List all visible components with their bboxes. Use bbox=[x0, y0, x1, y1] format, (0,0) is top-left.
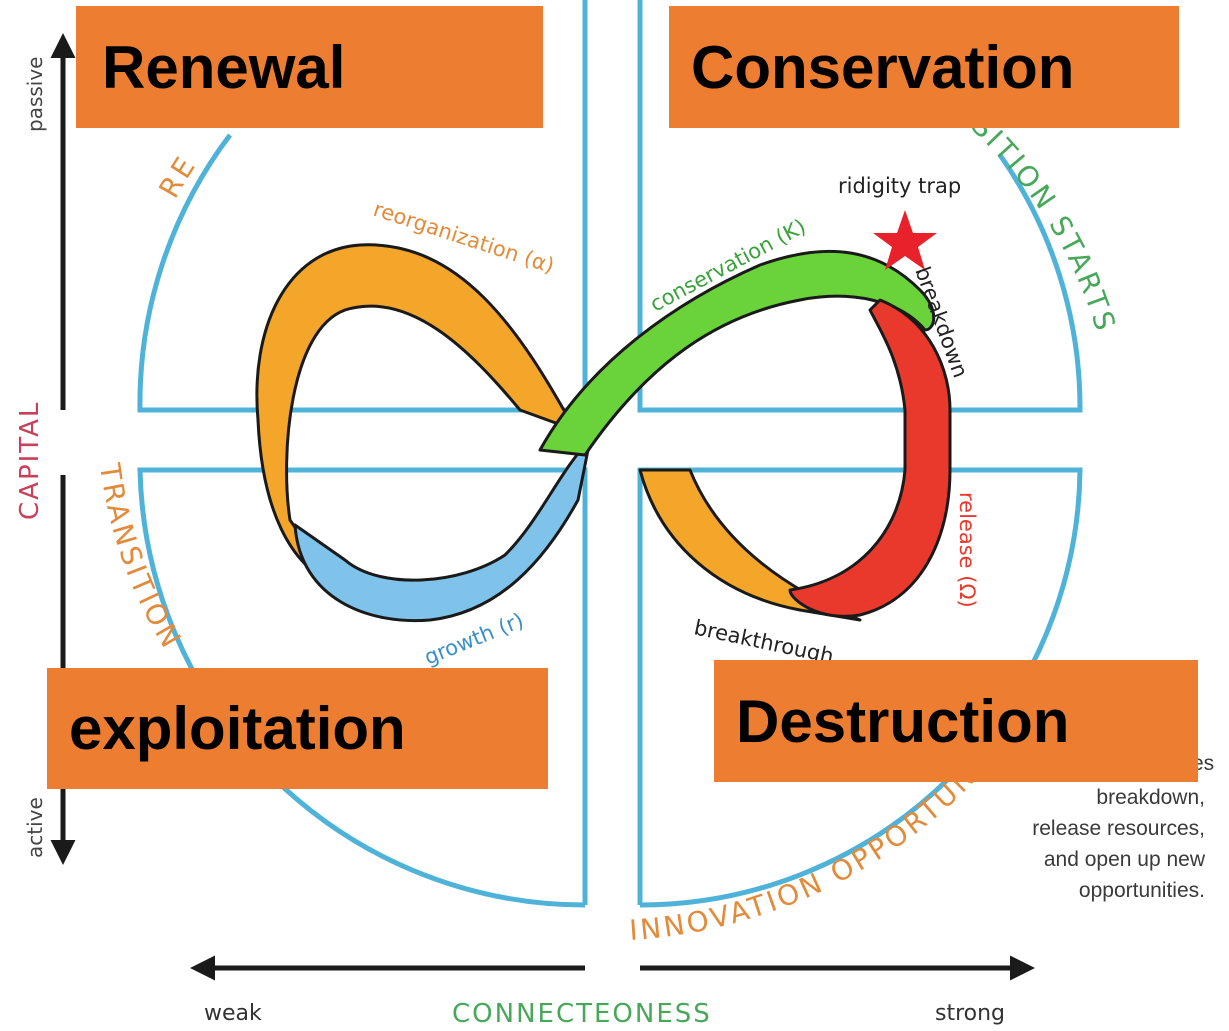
ring-top-right bbox=[637, 0, 1083, 413]
note-text: breakdown, release resources, and open u… bbox=[1032, 782, 1205, 906]
phase-box-renewal: Renewal bbox=[76, 6, 543, 128]
axis-strong: strong bbox=[935, 1001, 1005, 1026]
band-growth bbox=[293, 438, 592, 623]
label-release: release (Ω) bbox=[955, 492, 979, 608]
note-line: and open up new bbox=[1043, 848, 1205, 871]
band-conservation bbox=[538, 249, 936, 457]
band-reorganization bbox=[255, 243, 577, 587]
band-orange-lower bbox=[638, 468, 862, 622]
ring-label-top-left: RE bbox=[152, 149, 203, 203]
ring-label-innovation: INNOVATION OPPORTUNITIES bbox=[0, 0, 988, 947]
note-line: release resources, bbox=[1032, 817, 1205, 840]
star-icon bbox=[873, 210, 937, 270]
axis-weak: weak bbox=[204, 1001, 262, 1026]
ring-labels: TRANSITION STARTS INNOVATION OPPORTUNITI… bbox=[0, 0, 1120, 947]
label-ridigity-trap: ridigity trap bbox=[838, 174, 961, 198]
adaptive-loop bbox=[255, 243, 952, 623]
phase-box-exploitation: exploitation bbox=[47, 668, 548, 789]
axis-capital-title: CAPITAL bbox=[15, 401, 45, 520]
band-release bbox=[788, 298, 952, 618]
phase-box-destruction: Destruction bbox=[714, 660, 1198, 782]
capital-axis: . CAPITAL passive active bbox=[15, 27, 76, 865]
ring-top-left bbox=[137, 0, 588, 413]
note-line: breakdown, bbox=[1096, 786, 1205, 809]
arrow-up-icon: . bbox=[63, 27, 64, 29]
connectedness-axis: weak CONNECTEONESS strong bbox=[190, 955, 1035, 1029]
axis-active: active bbox=[23, 797, 47, 858]
axis-connecteoness-title: CONNECTEONESS bbox=[452, 999, 712, 1029]
axis-passive: passive bbox=[23, 57, 47, 133]
phase-box-conservation: Conservation bbox=[669, 6, 1179, 128]
note-line: opportunities. bbox=[1078, 879, 1205, 902]
